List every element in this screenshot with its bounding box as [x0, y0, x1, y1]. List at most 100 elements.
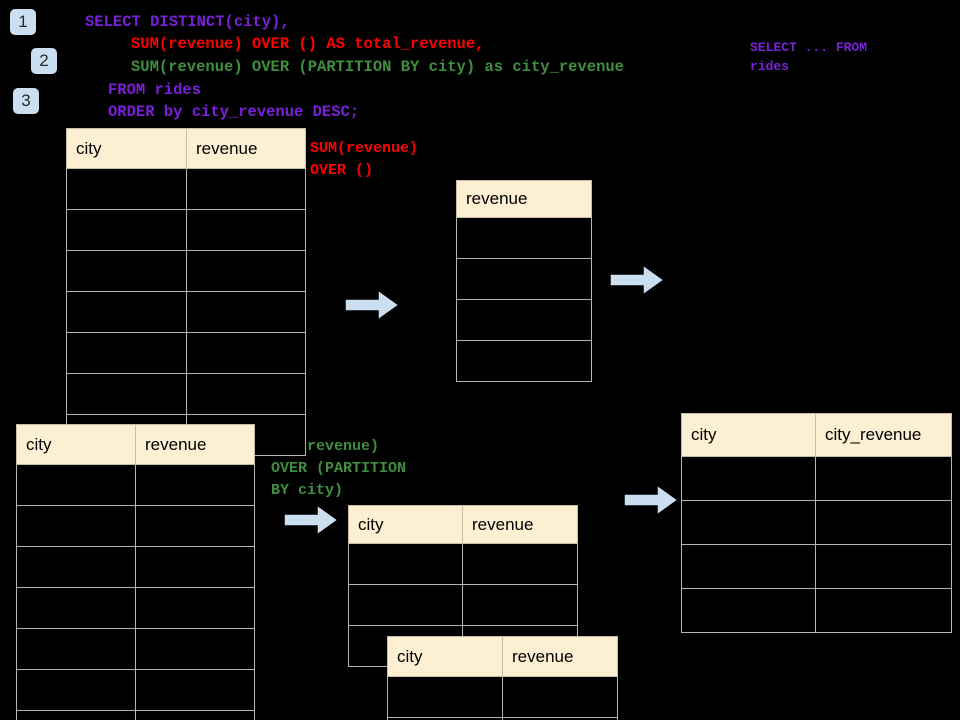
table-row: [66, 332, 306, 374]
table-cell: [135, 587, 255, 629]
table-cell: [135, 628, 255, 670]
table-cell: [348, 584, 463, 626]
table-row: [456, 258, 592, 300]
column-header-revenue: revenue: [462, 505, 578, 544]
table-cell: [135, 546, 255, 588]
column-header-city_revenue: city_revenue: [815, 413, 952, 457]
sql-line-2: SUM(revenue) OVER () AS total_revenue,: [131, 35, 485, 53]
column-header-city: city: [66, 128, 187, 169]
arrow-source-to-total: [344, 288, 401, 322]
arrow-glyph-icon: [283, 503, 340, 537]
table-row: [681, 588, 952, 633]
sql-line-5: ORDER by city_revenue DESC;: [108, 103, 360, 121]
table-cell: [66, 373, 187, 415]
step-badge-2: 2: [31, 48, 57, 74]
table-cell: [462, 543, 578, 585]
table-cell: [16, 464, 136, 506]
arrow-glyph-icon: [344, 288, 401, 322]
table-row: [387, 676, 618, 718]
table-row: [16, 546, 255, 588]
column-header-revenue: revenue: [186, 128, 306, 169]
table-cell: [681, 456, 816, 501]
table-cell: [16, 710, 136, 720]
arrow-groups-to-result: [623, 483, 680, 517]
table-row: [456, 340, 592, 382]
table-row: [16, 669, 255, 711]
table-cell: [186, 168, 306, 210]
sql-line-1: SELECT DISTINCT(city),: [85, 13, 290, 31]
table-row: [681, 456, 952, 501]
table-row: [66, 291, 306, 333]
table-cell: [462, 584, 578, 626]
table-row: [16, 710, 255, 720]
table-cell: [815, 500, 952, 545]
table-cell: [66, 332, 187, 374]
table-cell: [66, 168, 187, 210]
table-cell: [16, 587, 136, 629]
table-total-revenue: revenue: [456, 180, 592, 382]
table-cell: [66, 250, 187, 292]
table-row: [66, 373, 306, 415]
table-row: [16, 587, 255, 629]
column-header-city: city: [16, 424, 136, 465]
table-row: [348, 584, 578, 626]
column-header-revenue: revenue: [135, 424, 255, 465]
table-cell: [681, 544, 816, 589]
table-cell: [348, 543, 463, 585]
column-header-revenue: revenue: [456, 180, 592, 218]
table-row: [16, 464, 255, 506]
arrow-source-to-groups: [283, 503, 340, 537]
table-cell: [456, 258, 592, 300]
table-header-row: revenue: [456, 180, 592, 218]
annotation-select-from-rides: SELECT ... FROM rides: [750, 40, 868, 74]
column-header-city: city: [681, 413, 816, 457]
table-row: [456, 217, 592, 259]
table-cell: [186, 373, 306, 415]
table-cell: [456, 217, 592, 259]
arrow-glyph-icon: [609, 263, 666, 297]
sql-line-4: FROM rides: [108, 81, 202, 99]
table-cell: [16, 628, 136, 670]
table-cell: [456, 340, 592, 382]
table-row: [387, 717, 618, 720]
table-cell: [502, 676, 618, 718]
table-cell: [681, 500, 816, 545]
table-cell: [16, 669, 136, 711]
arrow-glyph-icon: [623, 483, 680, 517]
table-row: [66, 168, 306, 210]
table-cell: [186, 209, 306, 251]
table-cell: [135, 464, 255, 506]
table-row: [681, 500, 952, 545]
arrow-total-to-result: [609, 263, 666, 297]
table-row: [348, 543, 578, 585]
table-cell: [186, 291, 306, 333]
table-cell: [815, 456, 952, 501]
sql-line-3: SUM(revenue) OVER (PARTITION BY city) as…: [131, 58, 624, 76]
step-badge-1: 1: [10, 9, 36, 35]
table-row: [66, 209, 306, 251]
table-cell: [456, 299, 592, 341]
table-row: [16, 505, 255, 547]
table-cell: [387, 676, 503, 718]
column-header-city: city: [387, 636, 503, 677]
column-header-revenue: revenue: [502, 636, 618, 677]
table-row: [66, 250, 306, 292]
column-header-city: city: [348, 505, 463, 544]
annotation-over-empty: SUM(revenue) OVER (): [310, 140, 419, 179]
table-cell: [16, 546, 136, 588]
table-cell: [135, 669, 255, 711]
table-cell: [186, 250, 306, 292]
table-cell: [16, 505, 136, 547]
step-badge-3: 3: [13, 88, 39, 114]
table-cell: [815, 588, 952, 633]
table-cell: [66, 209, 187, 251]
table-cell: [135, 505, 255, 547]
